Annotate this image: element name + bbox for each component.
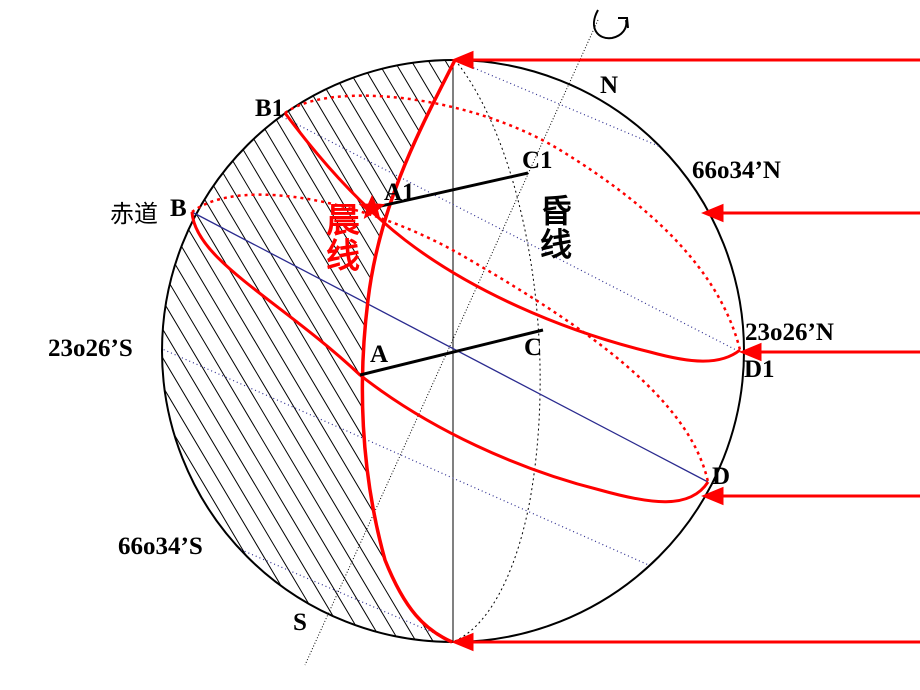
hatch-line	[415, 59, 455, 642]
tropic-back-B1D1	[284, 94, 742, 351]
equator-line	[191, 211, 709, 483]
label-lat-66N: 66o34’N	[692, 157, 781, 184]
hatch-line	[162, 59, 372, 642]
hatch-line	[552, 40, 920, 680]
segment-A-C	[359, 328, 544, 377]
hatch-line	[162, 59, 440, 642]
night-hatching	[0, 40, 920, 680]
hatch-line	[313, 59, 455, 642]
hatch-line	[162, 59, 406, 642]
equator-front-BD	[190, 211, 710, 504]
hatch-line	[756, 40, 920, 680]
hatch-line	[841, 40, 920, 680]
label-lat-2326S: 23o26’S	[48, 335, 133, 362]
parallel-66S	[229, 544, 456, 642]
label-lat-66S: 66o34’S	[118, 533, 203, 560]
hatch-line	[162, 59, 455, 642]
equator-back-BD	[191, 193, 710, 483]
label-point-A1: A1	[384, 179, 415, 206]
tropic-front-B1D1	[283, 112, 741, 363]
segment-A1-C1	[371, 171, 529, 210]
hatch-line	[824, 40, 920, 680]
label-point-B1: B1	[255, 95, 284, 122]
hatch-line	[162, 59, 270, 642]
sunlight-arrows	[451, 50, 920, 652]
hatch-line	[892, 40, 920, 680]
hatch-line	[162, 59, 423, 642]
label-point-D: D	[712, 463, 730, 490]
hatch-line	[162, 59, 455, 642]
hatch-line	[0, 40, 31, 680]
hatch-line	[177, 59, 455, 642]
label-north: N	[600, 72, 618, 99]
label-point-D1: D1	[744, 356, 775, 383]
hatch-line	[535, 40, 915, 680]
star-icon	[358, 194, 386, 220]
label-point-B: B	[170, 195, 187, 222]
label-point-A: A	[370, 341, 388, 368]
parallel-2326S	[162, 347, 706, 591]
label-south: S	[293, 609, 307, 636]
hatch-line	[162, 59, 338, 642]
hatch-line	[162, 59, 455, 642]
parallel-66N	[454, 60, 721, 173]
rotation-arrow-icon	[593, 9, 629, 40]
hatch-line	[330, 59, 455, 642]
hatch-line	[162, 59, 287, 642]
hatch-line	[279, 59, 455, 642]
hatch-line	[790, 40, 920, 680]
label-dawn-line: 晨线	[326, 201, 360, 277]
label-point-C1: C1	[522, 147, 553, 174]
hatch-line	[0, 40, 14, 680]
label-equator: 赤道	[110, 200, 158, 228]
label-dusk-line: 昏线	[540, 192, 572, 264]
parallels	[162, 60, 741, 642]
hatch-line	[858, 40, 920, 680]
hatch-line	[296, 59, 455, 642]
hatch-line	[705, 40, 920, 680]
hatch-line	[773, 40, 920, 680]
hatch-line	[162, 59, 455, 642]
label-lat-2326N: 23o26’N	[745, 319, 834, 346]
hatch-line	[875, 40, 920, 680]
back-meridian	[451, 59, 541, 643]
hatch-line	[0, 40, 48, 680]
label-point-C: C	[524, 334, 542, 361]
hatch-line	[162, 59, 355, 642]
earth-axis	[304, 19, 599, 666]
hatch-line	[162, 59, 389, 642]
hatch-line	[162, 59, 455, 642]
hatch-line	[807, 40, 920, 680]
terminator-line	[360, 59, 457, 644]
